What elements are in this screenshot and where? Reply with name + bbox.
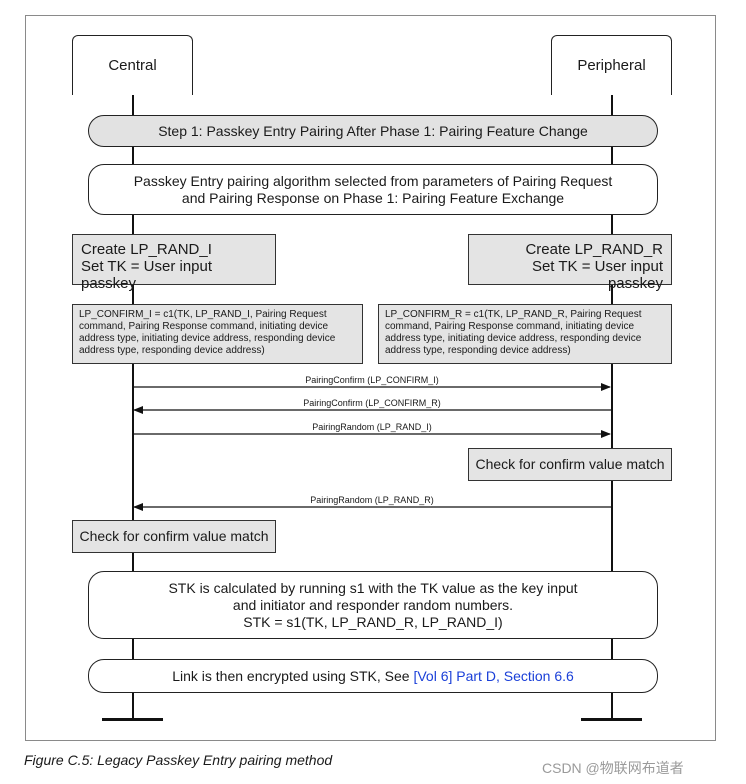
central-check-box: Check for confirm value match bbox=[72, 520, 276, 553]
peripheral-create-box: Create LP_RAND_R Set TK = User input pas… bbox=[468, 234, 672, 292]
message-label-1: PairingConfirm (LP_CONFIRM_I) bbox=[305, 375, 439, 385]
peripheral-lifeline-foot bbox=[581, 718, 642, 721]
central-create-line2: Set TK = User input passkey bbox=[81, 258, 213, 292]
peripheral-check-box: Check for confirm value match bbox=[468, 448, 672, 481]
peripheral-entity: Peripheral bbox=[551, 35, 672, 95]
figure-frame bbox=[25, 15, 716, 741]
stk-line3: STK = s1(TK, LP_RAND_R, LP_RAND_I) bbox=[243, 613, 503, 630]
message-label-2: PairingConfirm (LP_CONFIRM_R) bbox=[303, 398, 441, 408]
central-create-line1: Create LP_RAND_I bbox=[81, 241, 212, 258]
watermark: CSDN @物联网布道者 bbox=[542, 760, 684, 776]
stk-calculation-box: STK is calculated by running s1 with the… bbox=[88, 571, 658, 639]
spec-reference-link[interactable]: [Vol 6] Part D, Section 6.6 bbox=[413, 667, 574, 684]
encryption-text: Link is then encrypted using STK, See bbox=[172, 667, 414, 684]
central-create-box: Create LP_RAND_I Set TK = User input pas… bbox=[72, 234, 276, 292]
peripheral-lifeline bbox=[611, 95, 613, 720]
central-confirm-box: LP_CONFIRM_I = c1(TK, LP_RAND_I, Pairing… bbox=[72, 304, 363, 364]
algorithm-line1: Passkey Entry pairing algorithm selected… bbox=[133, 172, 613, 189]
algorithm-line2: and Pairing Response on Phase 1: Pairing… bbox=[181, 189, 565, 206]
message-label-4: PairingRandom (LP_RAND_R) bbox=[310, 495, 434, 505]
peripheral-create-line1: Create LP_RAND_R bbox=[525, 241, 663, 258]
peripheral-create-line2: Set TK = User input passkey bbox=[531, 258, 663, 292]
figure-caption: Figure C.5: Legacy Passkey Entry pairing… bbox=[24, 752, 333, 768]
encryption-box: Link is then encrypted using STK, See [V… bbox=[88, 659, 658, 693]
central-entity: Central bbox=[72, 35, 193, 95]
step1-banner: Step 1: Passkey Entry Pairing After Phas… bbox=[88, 115, 658, 147]
message-label-3: PairingRandom (LP_RAND_I) bbox=[312, 422, 432, 432]
central-lifeline-foot bbox=[102, 718, 163, 721]
stk-line2: and initiator and responder random numbe… bbox=[232, 596, 514, 613]
algorithm-selection-box: Passkey Entry pairing algorithm selected… bbox=[88, 164, 658, 215]
peripheral-confirm-box: LP_CONFIRM_R = c1(TK, LP_RAND_R, Pairing… bbox=[378, 304, 672, 364]
stk-line1: STK is calculated by running s1 with the… bbox=[168, 579, 578, 596]
central-lifeline bbox=[132, 95, 134, 720]
